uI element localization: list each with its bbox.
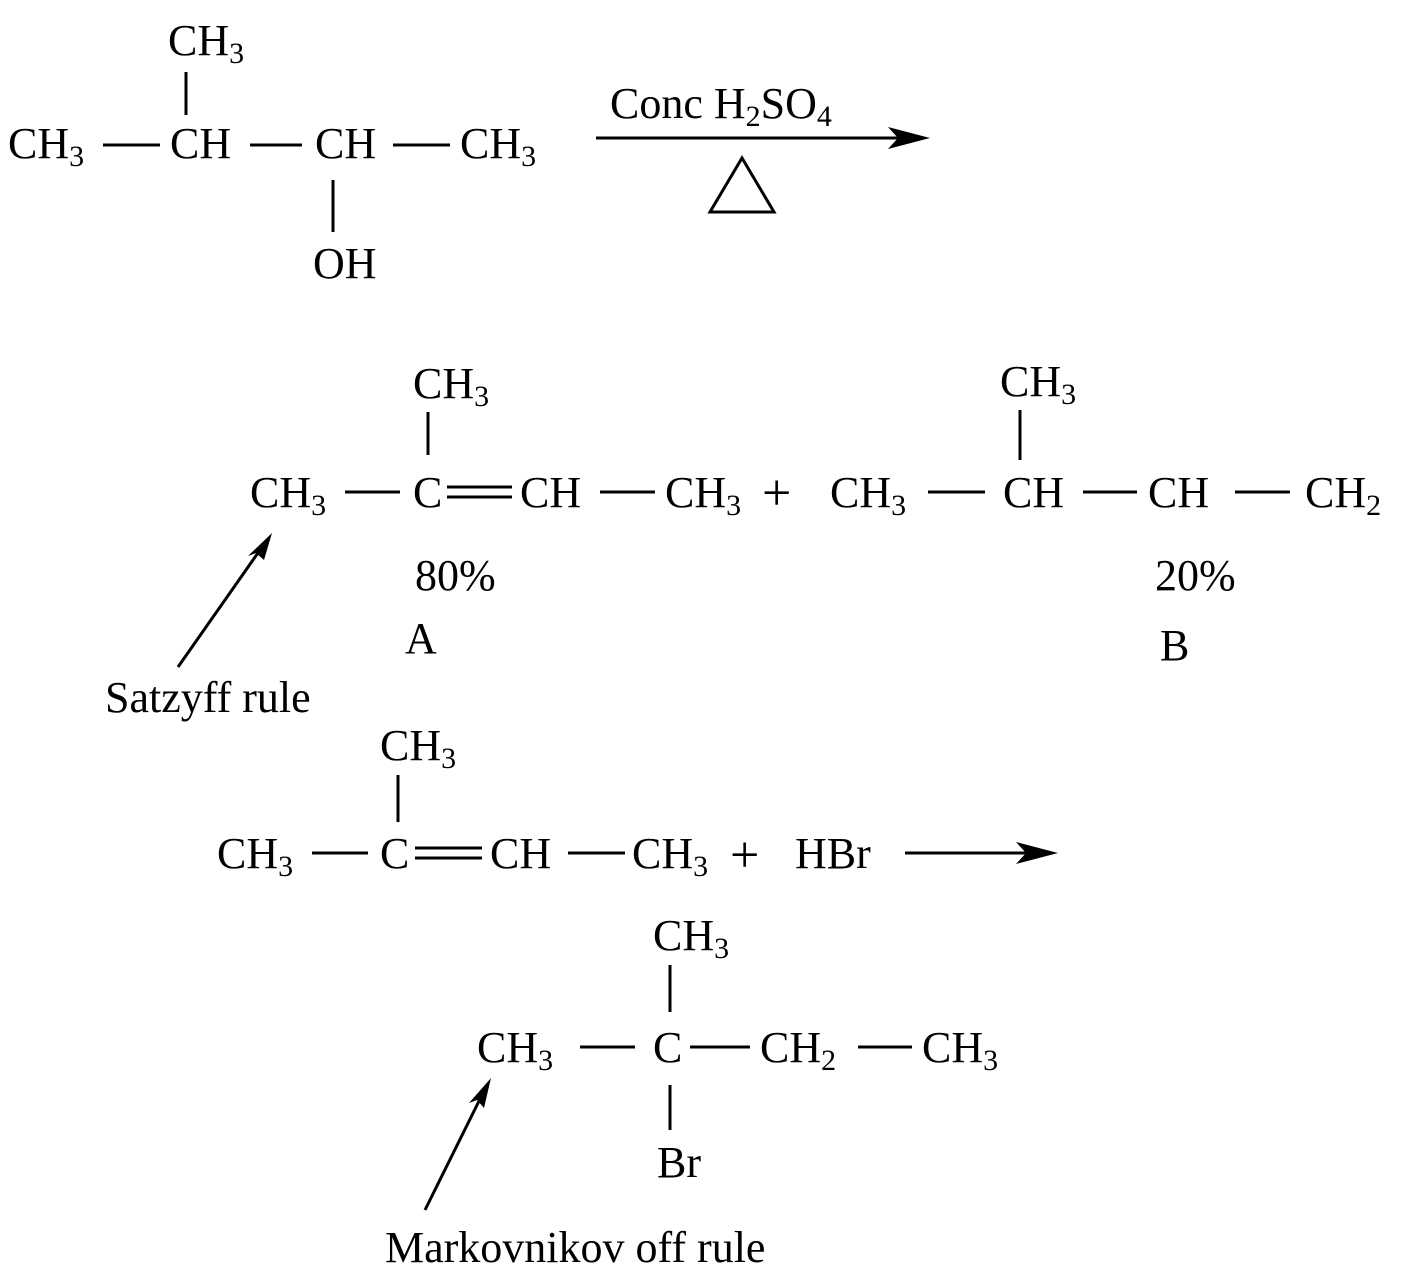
group-c1: CH3 <box>477 1023 553 1077</box>
yield-a: 80% <box>415 551 496 600</box>
group-c4: CH3 <box>632 829 708 883</box>
group-c3: CH <box>1148 468 1209 517</box>
plus-sign: + <box>762 465 791 522</box>
group-c1: CH3 <box>8 119 84 173</box>
pointer-arrow-head-icon <box>469 1078 491 1108</box>
hydroxyl-group: OH <box>313 239 377 288</box>
annotation-text: Markovnikov off rule <box>385 1223 765 1272</box>
group-c3: CH <box>315 119 376 168</box>
group-c4: CH2 <box>1305 468 1381 522</box>
methyl-top: CH3 <box>653 911 729 965</box>
group-c4: CH3 <box>922 1023 998 1077</box>
reagent-label: Conc H2SO4 <box>610 79 832 133</box>
methyl-top: CH3 <box>1000 357 1076 411</box>
pointer-arrow-head-icon <box>248 533 272 560</box>
reactant-3-methyl-2-butanol: CH3 CH3 CH CH CH3 OH <box>8 16 536 288</box>
arrow-head-icon <box>888 127 930 149</box>
group-c2: CH <box>170 119 231 168</box>
group-c2: C <box>380 829 409 878</box>
reaction2-reactant: CH3 CH3 C CH CH3 <box>217 721 708 883</box>
group-c4: CH3 <box>460 119 536 173</box>
product-a: CH3 CH3 C CH CH3 80% A <box>250 359 741 663</box>
markovnikov-annotation: Markovnikov off rule <box>385 1078 765 1272</box>
label-a: A <box>405 614 437 663</box>
yield-b: 20% <box>1155 551 1236 600</box>
label-b: B <box>1160 621 1189 670</box>
group-c1: CH3 <box>250 468 326 522</box>
group-c4: CH3 <box>665 468 741 522</box>
annotation-text: Satzyff rule <box>105 673 311 722</box>
product-b: CH3 CH3 CH CH CH2 20% B <box>830 357 1381 670</box>
reaction2-product: CH3 CH3 C CH2 CH3 Br <box>477 911 998 1187</box>
methyl-top: CH3 <box>168 16 244 70</box>
group-c3: CH <box>520 468 581 517</box>
group-c2: C <box>413 468 442 517</box>
group-c3: CH2 <box>760 1023 836 1077</box>
arrow-head-icon <box>1016 842 1058 864</box>
reaction-arrow-2 <box>905 842 1058 864</box>
bromine: Br <box>657 1138 701 1187</box>
group-c2: CH <box>1003 468 1064 517</box>
pointer-arrow-shaft <box>176 549 262 668</box>
group-c1: CH3 <box>217 829 293 883</box>
reaction-arrow-1: Conc H2SO4 <box>596 79 930 214</box>
methyl-top: CH3 <box>380 721 456 775</box>
methyl-top: CH3 <box>413 359 489 413</box>
satzyff-annotation: Satzyff rule <box>105 533 311 722</box>
plus-sign: + <box>730 827 759 884</box>
group-c3: CH <box>490 829 551 878</box>
group-c2: C <box>653 1023 682 1072</box>
heat-triangle-icon <box>707 155 777 214</box>
group-c1: CH3 <box>830 468 906 522</box>
reagent-hbr: HBr <box>795 829 871 878</box>
pointer-arrow-shaft <box>423 1094 484 1211</box>
